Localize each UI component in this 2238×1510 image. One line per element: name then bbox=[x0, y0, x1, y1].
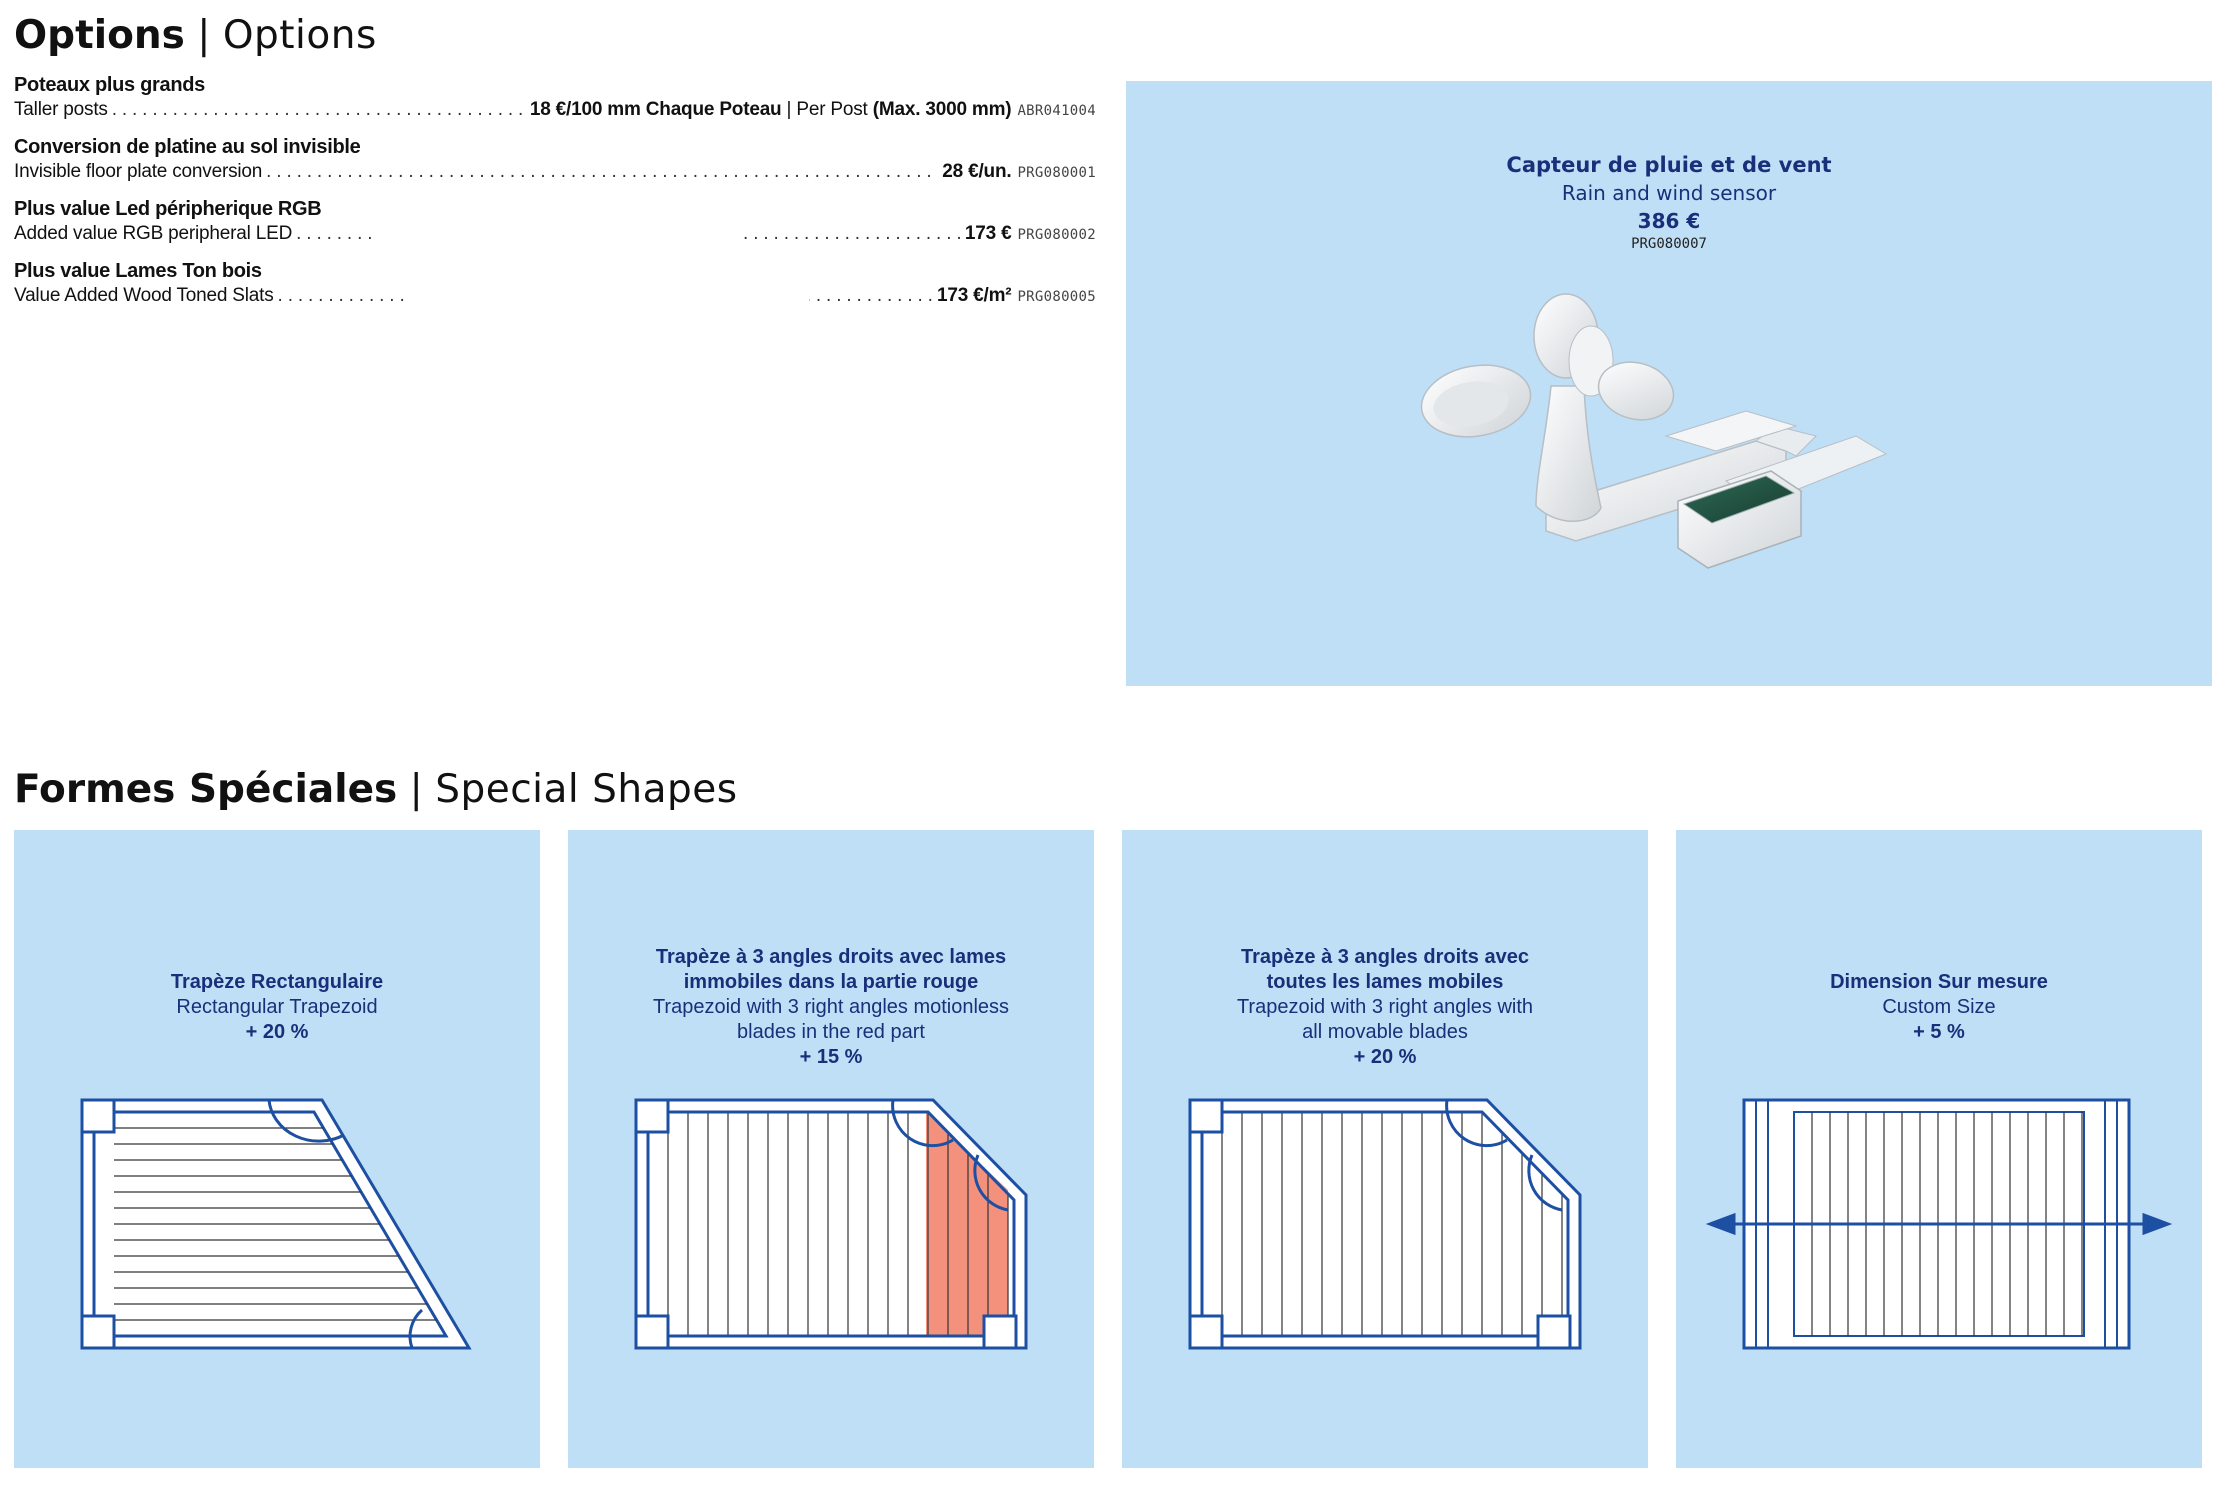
shape-card-custom-size: Dimension Sur mesure Custom Size + 5 % bbox=[1676, 830, 2202, 1468]
trapezoid-movable-diagram bbox=[1188, 1098, 1582, 1350]
option-name-en: Invisible floor plate conversion bbox=[14, 161, 263, 182]
trapezoid-motionless-diagram bbox=[634, 1098, 1028, 1350]
shape-name-en-line2: all movable blades bbox=[1302, 1021, 1468, 1043]
shape-name-en: Custom Size bbox=[1882, 996, 1996, 1018]
shape-name-fr: Trapèze Rectangulaire bbox=[170, 971, 384, 993]
sensor-title-en: Rain and wind sensor bbox=[1561, 181, 1777, 205]
shape-card-trapezoid-motionless: Trapèze à 3 angles droits avec lames imm… bbox=[568, 830, 1094, 1468]
shape-surcharge: + 20 % bbox=[245, 1021, 309, 1043]
rain-wind-sensor-image bbox=[1420, 293, 1888, 569]
option-name-en: Taller posts bbox=[14, 99, 108, 120]
options-title-en: Options bbox=[222, 13, 377, 58]
options-list: Poteaux plus grands Taller posts 18 €/10… bbox=[14, 72, 1096, 320]
option-name-fr: Plus value Lames Ton bois bbox=[14, 260, 262, 282]
shape-surcharge: + 5 % bbox=[1913, 1021, 1965, 1043]
option-name-en: Added value RGB peripheral LED bbox=[14, 223, 293, 244]
option-price-max: (Max. 3000 mm) bbox=[872, 99, 1012, 120]
option-price: 173 €/m² bbox=[936, 285, 1012, 306]
shape-surcharge: + 20 % bbox=[1353, 1046, 1417, 1068]
shape-name-fr: Dimension Sur mesure bbox=[1830, 971, 2048, 993]
shapes-title-en: Special Shapes bbox=[435, 767, 738, 812]
shape-name-en-line2: blades in the red part bbox=[737, 1021, 925, 1043]
option-code: ABR041004 bbox=[1017, 103, 1096, 119]
option-code: PRG080001 bbox=[1017, 165, 1096, 181]
option-price: 173 € bbox=[964, 223, 1012, 244]
option-code: PRG080005 bbox=[1017, 289, 1096, 305]
shapes-section-title: Formes Spéciales | Special Shapes bbox=[14, 770, 738, 809]
shape-name-fr-line2: toutes les lames mobiles bbox=[1266, 971, 1504, 993]
sensor-panel: Capteur de pluie et de vent Rain and win… bbox=[1126, 81, 2212, 686]
sensor-price: 386 € bbox=[1637, 209, 1701, 233]
option-item-wood-slats: Plus value Lames Ton bois Value Added Wo… bbox=[14, 258, 1096, 320]
option-price: 28 €/un. bbox=[942, 161, 1012, 182]
shapes-title-fr: Formes Spéciales bbox=[14, 767, 398, 812]
rectangular-trapezoid-diagram bbox=[80, 1098, 472, 1350]
sensor-title-fr: Capteur de pluie et de vent bbox=[1506, 153, 1832, 177]
shape-name-fr-line1: Trapèze à 3 angles droits avec lames bbox=[655, 946, 1007, 968]
options-section-title: Options | Options bbox=[14, 16, 377, 55]
shape-name-fr-line1: Trapèze à 3 angles droits avec bbox=[1241, 946, 1529, 968]
option-code: PRG080002 bbox=[1017, 227, 1096, 243]
option-name-en: Value Added Wood Toned Slats bbox=[14, 285, 274, 306]
custom-size-diagram bbox=[1705, 1098, 2173, 1350]
shape-name-en-line1: Trapezoid with 3 right angles motionless bbox=[652, 996, 1010, 1018]
shape-name-en-line1: Trapezoid with 3 right angles with bbox=[1236, 996, 1534, 1018]
option-price: 18 €/100 mm Chaque Poteau bbox=[529, 99, 782, 120]
option-item-floor-plate: Conversion de platine au sol invisible I… bbox=[14, 134, 1096, 196]
shape-name-en: Rectangular Trapezoid bbox=[176, 996, 378, 1018]
shape-name-fr-line2: immobiles dans la partie rouge bbox=[683, 971, 979, 993]
leader-gap bbox=[409, 284, 809, 308]
leader-dots bbox=[266, 160, 938, 184]
shape-card-rectangular-trapezoid: Trapèze Rectangulaire Rectangular Trapez… bbox=[14, 830, 540, 1468]
leader-dots bbox=[112, 98, 526, 122]
option-name-fr: Conversion de platine au sol invisible bbox=[14, 136, 361, 158]
sensor-code: PRG080007 bbox=[1631, 236, 1707, 252]
title-separator: | bbox=[197, 13, 211, 58]
option-item-rgb-led: Plus value Led péripherique RGB Added va… bbox=[14, 196, 1096, 258]
option-name-fr: Poteaux plus grands bbox=[14, 74, 206, 96]
options-title-fr: Options bbox=[14, 13, 185, 58]
option-price-suffix: | Per Post bbox=[781, 99, 873, 120]
option-name-fr: Plus value Led péripherique RGB bbox=[14, 198, 322, 220]
leader-gap bbox=[374, 222, 744, 246]
title-separator: | bbox=[409, 767, 423, 812]
shape-card-trapezoid-movable: Trapèze à 3 angles droits avec toutes le… bbox=[1122, 830, 1648, 1468]
option-item-taller-posts: Poteaux plus grands Taller posts 18 €/10… bbox=[14, 72, 1096, 134]
shape-surcharge: + 15 % bbox=[799, 1046, 863, 1068]
